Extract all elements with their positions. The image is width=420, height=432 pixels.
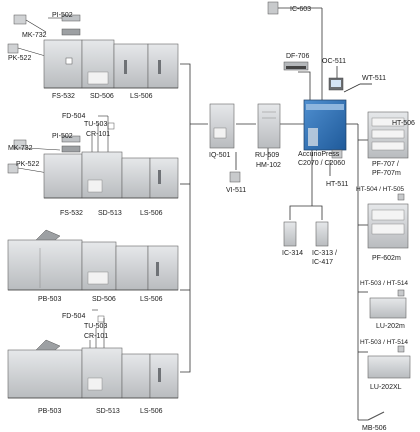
mb506-device (367, 411, 385, 421)
label-ht503-b: HT-503 / HT-514 (360, 339, 408, 346)
ic313-device (315, 221, 329, 247)
label-press-model: AccurioPress (298, 151, 340, 158)
labels: PI-502 MK-732 PK-522 FS-532 SD-506 LS-50… (8, 6, 415, 432)
ru509-device (257, 103, 281, 149)
label-tu503-b: TU-503 (84, 121, 107, 128)
label-fs532-b: FS-532 (60, 210, 83, 217)
label-pb503-d: PB-503 (38, 408, 61, 415)
label-tu503-d: TU-503 (84, 323, 107, 330)
label-df706: DF-706 (286, 53, 309, 60)
label-mb506: MB-506 (362, 425, 387, 432)
label-lu202m: LU-202m (376, 323, 405, 330)
label-ht504: HT-504 / HT-505 (356, 186, 404, 193)
label-fs532-a: FS-532 (52, 93, 75, 100)
label-cr101-b: CR-101 (86, 131, 110, 138)
ls506-device-a2 (147, 43, 179, 89)
connector-lines (180, 7, 368, 421)
label-pf707: PF-707 / (372, 161, 399, 168)
label-fd504-b: FD-504 (62, 113, 85, 120)
label-sd513-d: SD-513 (96, 408, 120, 415)
label-pb503-c: PB-503 (38, 296, 61, 303)
pk522-box-a (7, 43, 19, 54)
label-hm102: HM-102 (256, 162, 281, 169)
label-pk522-b: PK-522 (16, 161, 39, 168)
label-pk522-a: PK-522 (8, 55, 31, 62)
label-ls506-a: LS-506 (130, 93, 153, 100)
mk732-box-a (13, 14, 27, 25)
ic603-device (267, 1, 279, 15)
finisher-row-4 (7, 309, 179, 399)
vi511-device (229, 171, 241, 183)
fs532-device-a (43, 39, 83, 89)
label-ht503-a: HT-503 / HT-514 (360, 280, 408, 287)
label-sd506-a: SD-506 (90, 93, 114, 100)
iq501-device (209, 103, 235, 149)
lu202m-device (369, 297, 407, 319)
label-press-variants: C2070 / C2060 (298, 160, 345, 167)
label-pf602m: PF-602m (372, 255, 401, 262)
label-oc511: OC-511 (322, 58, 346, 65)
finisher-row-3 (7, 229, 179, 291)
right-devices (367, 111, 411, 421)
label-sd506-c: SD-506 (92, 296, 116, 303)
label-ic313: IC-313 / (312, 250, 337, 257)
label-ls506-d: LS-506 (140, 408, 163, 415)
mk732-device-a (61, 28, 81, 36)
ic314-device (283, 221, 297, 247)
label-fd504-d: FD-504 (62, 313, 85, 320)
label-cr101-d: CR-101 (84, 333, 108, 340)
label-ls506-c: LS-506 (140, 296, 163, 303)
label-vi511: VI-511 (226, 187, 246, 194)
label-ru509: RU-509 (255, 152, 279, 159)
label-wt511: WT-511 (362, 75, 386, 82)
label-sd513-b: SD-513 (98, 210, 122, 217)
label-ic417: IC-417 (312, 259, 333, 266)
label-mk732-b: MK-732 (8, 145, 33, 152)
label-iq501: IQ-501 (209, 152, 231, 159)
ls506-device-a (113, 43, 149, 89)
label-ht506: HT-506 (392, 120, 415, 127)
label-pi502-b: PI-502 (52, 133, 73, 140)
finisher-row-2 (7, 115, 179, 199)
label-ht511: HT-511 (326, 181, 349, 188)
label-lu202xl: LU-202XL (370, 384, 402, 391)
ht511-device (331, 149, 343, 159)
finisher-row-1 (7, 14, 179, 89)
lu202xl-device (367, 355, 411, 379)
label-ic314: IC-314 (282, 250, 303, 257)
label-mk732-a: MK-732 (22, 32, 47, 39)
center-devices (209, 1, 372, 247)
label-pf707m: PF-707m (372, 170, 401, 177)
label-ic603: IC-603 (290, 6, 311, 13)
label-ls506-b: LS-506 (140, 210, 163, 217)
label-pi502-a: PI-502 (52, 12, 73, 19)
